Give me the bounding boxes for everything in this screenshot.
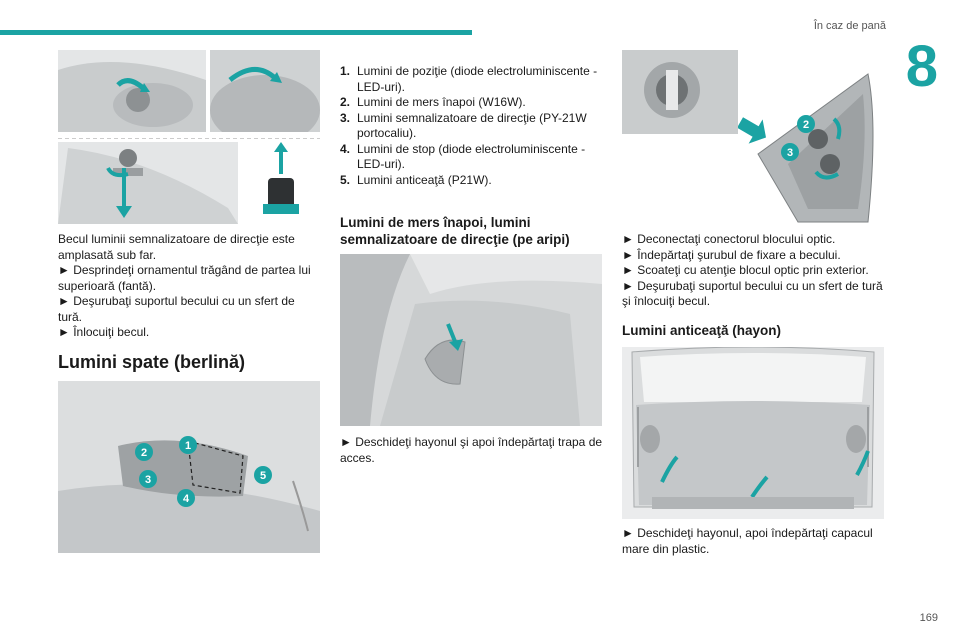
legend-item: 1.Lumini de poziţie (diode electrolumini…: [340, 64, 598, 94]
headlamp-photo-top-left: [58, 50, 206, 132]
step: ► Deşurubaţi suportul becului cu un sfer…: [622, 278, 883, 309]
section-heading-reverse-lamps: Lumini de mers înapoi, lumini semnalizat…: [340, 215, 570, 247]
section-heading-fog-lamps: Lumini anticeaţă (hayon): [622, 323, 782, 338]
callout-1: 1: [179, 436, 197, 454]
legend-item: 3.Lumini semnalizatoare de direcţie (PY-…: [340, 110, 587, 141]
section-heading-rear-lamps: Lumini spate (berlină): [58, 352, 246, 372]
tailgate-photo: [622, 347, 884, 519]
chapter-number: 8: [905, 34, 938, 99]
turn-signal-instructions: Becul luminii semnalizatoare de direcţie…: [58, 232, 322, 341]
legend-item: 2.Lumini de mers înapoi (W16W).: [340, 95, 526, 109]
rear-lamp-unit-illustration: 2 3: [738, 64, 884, 224]
svg-text:3: 3: [787, 147, 793, 159]
svg-text:1: 1: [185, 440, 191, 452]
svg-text:2: 2: [803, 119, 809, 131]
rear-lamp-photo: 1 2 3 4 5: [58, 381, 320, 553]
callout-2: 2: [135, 443, 153, 461]
access-panel-instruction: ► Deschideţi hayonul şi apoi îndepărtaţi…: [340, 435, 603, 465]
step: ► Îndepărtaţi şurubul de fixare a beculu…: [622, 247, 841, 262]
lamp-unit-steps: ► Deconectaţi conectorul blocului optic.…: [622, 232, 886, 310]
step: ► Deşurubaţi suportul becului cu un sfer…: [58, 294, 295, 324]
bulb-socket-photo: [622, 50, 738, 134]
bulb-holder-photo: [58, 138, 320, 224]
access-panel-photo: [340, 254, 602, 426]
step: ► Desprindeţi ornamentul trăgând de part…: [58, 263, 311, 293]
step: ► Înlocuiţi becul.: [58, 325, 150, 339]
svg-text:4: 4: [183, 493, 190, 505]
legend-item: 5.Lumini anticeaţă (P21W).: [340, 172, 492, 187]
legend-item: 4.Lumini de stop (diode electroluminisce…: [340, 141, 586, 172]
svg-text:5: 5: [260, 470, 266, 482]
paragraph: Becul luminii semnalizatoare de direcţie…: [58, 232, 295, 262]
svg-text:2: 2: [141, 447, 147, 459]
callout-4: 4: [177, 489, 195, 507]
step: ► Scoateţi cu atenţie blocul optic prin …: [622, 263, 869, 277]
callout-3-unit: 3: [781, 143, 799, 161]
callout-2-unit: 2: [797, 115, 815, 133]
header-accent-bar: [0, 30, 472, 35]
callout-3: 3: [139, 470, 157, 488]
page-number: 169: [919, 612, 938, 624]
callout-5: 5: [254, 466, 272, 484]
fog-lamp-instruction: ► Deschideţi hayonul, apoi îndepărtaţi c…: [622, 526, 873, 556]
headlamp-photo-top-right: [210, 50, 320, 132]
chapter-title: În caz de pană: [813, 20, 886, 32]
step: ► Deconectaţi conectorul blocului optic.: [622, 232, 836, 246]
rear-lamp-legend: 1.Lumini de poziţie (diode electrolumini…: [340, 64, 604, 188]
svg-text:3: 3: [145, 474, 151, 486]
